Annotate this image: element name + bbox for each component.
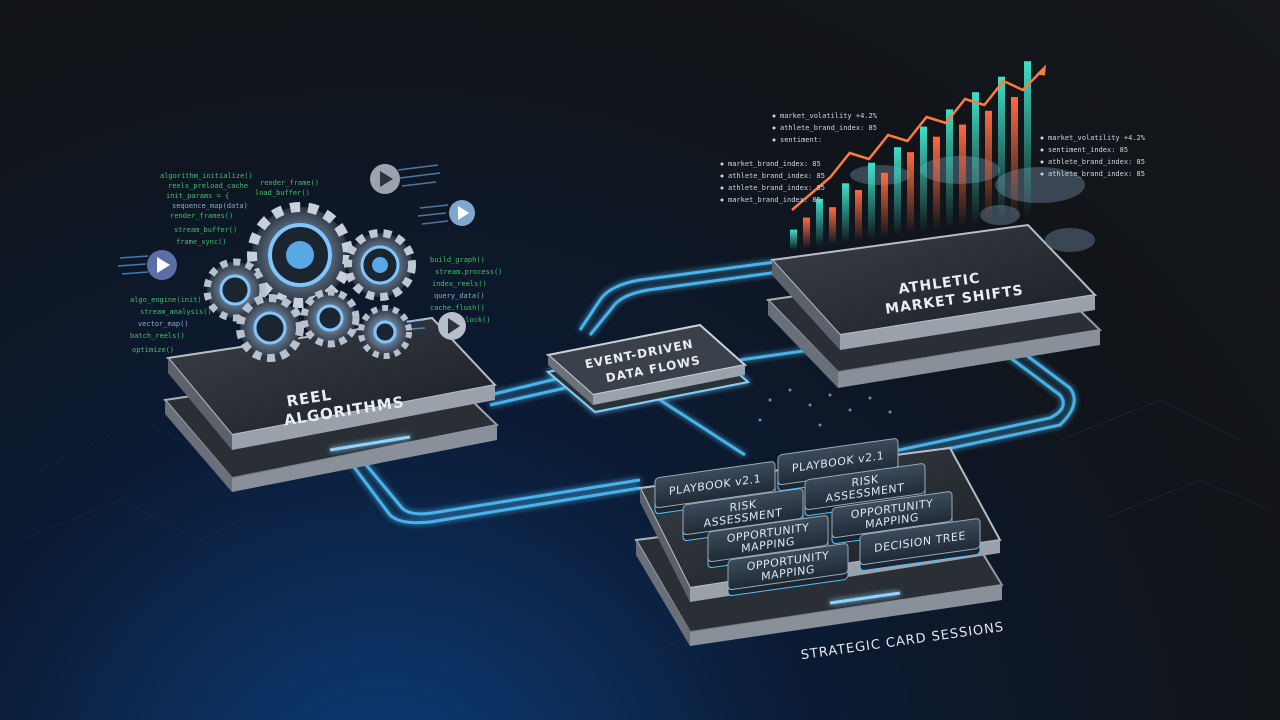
flow-event-to-market <box>578 260 776 331</box>
chart-bar <box>829 207 836 245</box>
card-sessions-caption: STRATEGIC CARD SESSIONS <box>800 620 1005 663</box>
svg-text:stream.process(): stream.process() <box>435 268 502 276</box>
play-icon-left <box>147 250 177 280</box>
svg-text:load_buffer(): load_buffer() <box>255 189 310 197</box>
market-annotation: market_brand_index: 85 <box>728 160 821 168</box>
svg-text:cache.flush(): cache.flush() <box>430 304 485 312</box>
particle-dots <box>758 388 892 427</box>
chart-bar <box>855 190 862 241</box>
chart-bar <box>985 110 992 223</box>
chart-bar <box>894 147 901 236</box>
chart-bar <box>907 152 914 234</box>
strategy-card[interactable]: PLAYBOOK v2.1 <box>654 461 776 514</box>
flow-reel-to-cards <box>343 454 641 525</box>
gear-icon-small <box>358 305 412 359</box>
market-annotations-left: market_volatility +4.2% athlete_brand_ind… <box>720 112 878 204</box>
svg-text:query_data(): query_data() <box>434 292 485 300</box>
chart-bar <box>842 183 849 243</box>
gear-icon-right <box>344 229 416 301</box>
market-annotation: sentiment_index: 85 <box>1048 146 1128 154</box>
svg-text:build_graph(): build_graph() <box>430 256 485 264</box>
svg-text:algorithm_initialize(): algorithm_initialize() <box>160 172 253 180</box>
trend-arrow-icon <box>1036 64 1046 76</box>
reel-code-snippets: algorithm_initialize() reels_preload_cac… <box>130 172 502 354</box>
reel-algorithms-node[interactable]: REEL ALGORITHMS <box>163 316 500 492</box>
flow-market-to-cards <box>889 348 1065 454</box>
svg-text:sequence_map(data): sequence_map(data) <box>172 202 248 210</box>
svg-text:init_params = {: init_params = { <box>166 192 229 200</box>
flow-reel-to-event <box>489 376 561 397</box>
flow-connections <box>343 260 1076 525</box>
strategy-card[interactable]: DECISION TREE <box>859 518 981 571</box>
market-annotation: sentiment: <box>780 136 822 144</box>
chart-bar <box>946 109 953 229</box>
chart-bar <box>920 126 927 232</box>
chart-bar <box>1024 61 1031 218</box>
market-trend-line <box>791 64 1046 211</box>
svg-text:reels_preload_cache: reels_preload_cache <box>168 182 248 190</box>
svg-text:batch_reels(): batch_reels() <box>130 332 185 340</box>
chart-bar <box>959 124 966 227</box>
flow-event-to-cards <box>659 398 746 457</box>
chart-bar <box>1011 97 1018 220</box>
svg-text:stream_buffer(): stream_buffer() <box>174 226 237 234</box>
trend-line <box>791 69 1043 211</box>
chart-bar <box>816 198 823 247</box>
market-chart <box>790 61 1031 250</box>
chart-bar <box>868 162 875 240</box>
svg-text:render_frames(): render_frames() <box>170 212 233 220</box>
gears-cluster <box>203 202 416 362</box>
event-driven-node[interactable]: EVENT-DRIVEN DATA FLOWS <box>545 323 751 414</box>
chart-bar <box>790 229 797 250</box>
strategy-card-label: RISK <box>851 473 878 490</box>
svg-text:sync_clock(): sync_clock() <box>440 316 491 324</box>
play-icon-low <box>438 312 466 340</box>
market-annotations-right: market_volatility +4.2% sentiment_index: … <box>1040 134 1146 178</box>
svg-text:stream_analysis(): stream_analysis() <box>140 308 212 316</box>
svg-text:vector_map(): vector_map() <box>138 320 189 328</box>
gear-icon-bottom <box>236 294 304 362</box>
chart-bar <box>803 217 810 249</box>
market-shifts-node[interactable]: ATHLETIC MARKET SHIFTS <box>765 223 1103 388</box>
svg-text:optimize(): optimize() <box>132 346 174 354</box>
chart-bar <box>972 92 979 225</box>
chart-bar <box>933 136 940 231</box>
svg-text:algo_engine(init): algo_engine(init) <box>130 296 202 304</box>
market-annotation: market_volatility +4.2% <box>1048 134 1146 142</box>
svg-text:frame_sync(): frame_sync() <box>176 238 227 246</box>
market-annotation: market_volatility +4.2% <box>780 112 878 120</box>
strategy-card-label: RISK <box>729 498 756 515</box>
market-annotation: athlete_brand_index: 85 <box>728 184 825 192</box>
gear-icon-large <box>247 202 353 308</box>
play-icon-top <box>370 164 400 194</box>
market-annotation: athlete_brand_index: 85 <box>780 124 877 132</box>
svg-text:render_frame(): render_frame() <box>260 179 319 187</box>
gear-icon-center <box>300 288 360 348</box>
market-annotation: athlete_brand_index: 85 <box>1048 170 1145 178</box>
market-annotation: athlete_brand_index: 85 <box>728 172 825 180</box>
chart-bar <box>881 172 888 238</box>
market-annotation: market_brand_index: 85 <box>728 196 821 204</box>
strategy-cards: PLAYBOOK v2.1RISKASSESSMENTOPPORTUNITYMA… <box>654 438 981 596</box>
chart-bar <box>998 76 1005 222</box>
svg-text:index_reels(): index_reels() <box>432 280 487 288</box>
market-annotation: athlete_brand_index: 85 <box>1048 158 1145 166</box>
play-icon-mid <box>449 200 475 226</box>
